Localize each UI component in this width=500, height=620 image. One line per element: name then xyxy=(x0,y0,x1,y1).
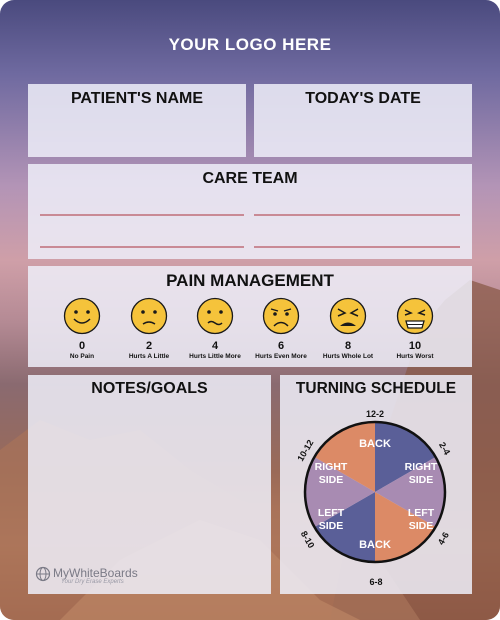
pain-level-label: 10 Hurts Worst xyxy=(375,340,455,360)
segment-label-left-lower-right: LEFT xyxy=(408,507,435,519)
crying-face-icon[interactable] xyxy=(329,297,367,335)
pain-level-value: 0 xyxy=(78,340,86,352)
time-label-8-10: 8-10 xyxy=(299,529,317,550)
segment-label-side-lower-right: SIDE xyxy=(409,520,434,532)
pain-level-description: Hurts Whole Lot xyxy=(322,353,374,360)
wheel-segment-left-side[interactable] xyxy=(305,457,375,527)
todays-date-panel[interactable]: TODAY'S DATE xyxy=(254,84,472,157)
notes-goals-panel[interactable]: NOTES/GOALS xyxy=(28,375,271,594)
segment-label-right-upper-right: RIGHT xyxy=(405,461,438,473)
pain-level-value: 10 xyxy=(408,340,422,352)
segment-label-side-upper-left: SIDE xyxy=(319,474,344,486)
wheel-segment-right-side[interactable] xyxy=(375,457,445,527)
worried-face-icon[interactable] xyxy=(196,297,234,335)
pain-level-value: 2 xyxy=(145,340,153,352)
pain-level-label: 8 Hurts Whole Lot xyxy=(308,340,388,360)
pain-level-description: Hurts A Little xyxy=(128,353,170,360)
pain-level-label: 4 Hurts Little More xyxy=(175,340,255,360)
patient-name-label: PATIENT'S NAME xyxy=(70,90,204,107)
wheel-outline xyxy=(303,420,447,564)
care-team-line xyxy=(40,214,244,216)
patient-name-panel[interactable]: PATIENT'S NAME xyxy=(28,84,246,157)
pain-level-label: 0 No Pain xyxy=(42,340,122,360)
todays-date-label: TODAY'S DATE xyxy=(305,90,421,107)
pain-level-label: 2 Hurts A Little xyxy=(109,340,189,360)
smile-face-icon[interactable] xyxy=(63,297,101,335)
time-label-4-6: 4-6 xyxy=(436,530,451,546)
segment-label-side-upper-right: SIDE xyxy=(409,474,434,486)
slightly-frowning-face-icon[interactable] xyxy=(130,297,168,335)
care-team-line xyxy=(254,214,460,216)
pain-level-description: Hurts Worst xyxy=(396,353,434,360)
pain-level-label: 6 Hurts Even More xyxy=(241,340,321,360)
pain-management-title: PAIN MANAGEMENT xyxy=(166,271,334,290)
anguished-face-icon[interactable] xyxy=(396,297,434,335)
notes-goals-label: NOTES/GOALS xyxy=(91,380,208,397)
segment-label-back-top: BACK xyxy=(359,438,391,450)
segment-label-right-upper-left: RIGHT xyxy=(315,461,348,473)
time-label-6-8: 6-8 xyxy=(369,577,382,587)
care-team-panel[interactable]: CARE TEAM xyxy=(28,164,472,259)
pain-level-value: 4 xyxy=(211,340,219,352)
segment-label-left-lower-left: LEFT xyxy=(318,507,345,519)
turning-schedule-title: TURNING SCHEDULE xyxy=(295,380,457,397)
globe-icon xyxy=(35,566,51,582)
pain-level-value: 8 xyxy=(344,340,352,352)
frowning-face-icon[interactable] xyxy=(262,297,300,335)
brand-tagline: Your Dry Erase Experts xyxy=(61,579,124,585)
segment-label-side-lower-left: SIDE xyxy=(319,520,344,532)
pain-level-value: 6 xyxy=(277,340,285,352)
pain-level-description: No Pain xyxy=(69,353,95,360)
time-label-12-2: 12-2 xyxy=(366,409,384,419)
segment-label-back-bottom: BACK xyxy=(359,539,391,551)
care-team-label: CARE TEAM xyxy=(202,170,298,187)
care-team-line xyxy=(40,246,244,248)
care-team-line xyxy=(254,246,460,248)
pain-level-description: Hurts Even More xyxy=(255,353,307,360)
logo-placeholder: YOUR LOGO HERE xyxy=(168,35,332,54)
pain-level-description: Hurts Little More xyxy=(189,353,241,360)
brand-name: MyWhiteBoards xyxy=(53,566,138,580)
time-label-2-4: 2-4 xyxy=(437,440,452,456)
